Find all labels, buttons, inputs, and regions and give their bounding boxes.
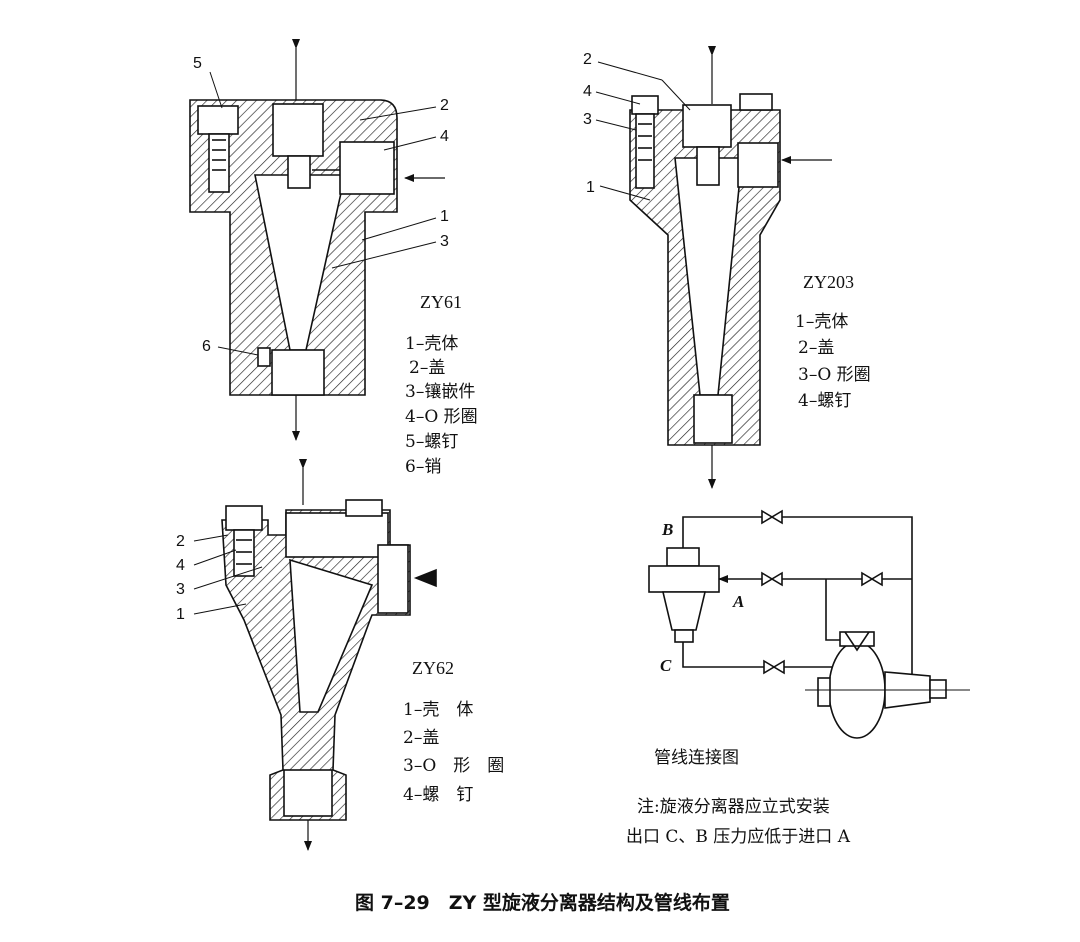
zy62-drawing: [193, 459, 437, 851]
zy62-callout-4: 4: [176, 557, 185, 574]
zy61-part-5: 5–螺钉: [405, 432, 459, 452]
zy61-model: ZY61: [420, 292, 462, 312]
zy203-part-1: 1–壳体: [795, 312, 849, 332]
zy62-part-4: 4–螺 钉: [403, 785, 474, 805]
zy203-model: ZY203: [803, 272, 854, 292]
zy203-callout-2: 2: [583, 51, 592, 68]
separator-head: [648, 565, 720, 593]
zy203-callout-3: 3: [583, 111, 592, 128]
zy62-part-2: 2–盖: [403, 728, 440, 748]
figure-caption: 图 7–29 ZY 型旋液分离器结构及管线布置: [355, 892, 730, 914]
piping-diagram: [648, 509, 970, 739]
zy61-callout-1: 1: [440, 208, 449, 225]
zy62-model: ZY62: [412, 658, 454, 678]
point-a-label: A: [733, 592, 745, 611]
zy61-drawing: [189, 39, 445, 441]
zy61-callout-4: 4: [440, 128, 449, 145]
zy61-part-1: 1–壳体: [405, 334, 459, 354]
separator-cone: [661, 591, 707, 631]
point-c-label: C: [660, 656, 672, 675]
zy62-callout-3: 3: [176, 581, 185, 598]
piping-note-line2: 出口 C、B 压力应低于进口 A: [626, 827, 850, 847]
zy203-drawing: [595, 46, 832, 489]
zy203-callout-4: 4: [583, 83, 592, 100]
zy203-callout-1: 1: [586, 179, 595, 196]
zy61-callout-2: 2: [440, 97, 449, 114]
separator-cap: [666, 547, 700, 567]
zy61-callout-3: 3: [440, 233, 449, 250]
zy62-callout-2: 2: [176, 533, 185, 550]
zy203-part-3: 3–O 形圈: [798, 365, 871, 385]
zy203-part-2: 2–盖: [798, 338, 835, 358]
pump-icon: [805, 631, 970, 739]
zy61-part-6: 6–销: [405, 457, 442, 477]
zy62-part-3: 3–O 形 圈: [403, 756, 505, 776]
zy61-part-4: 4–O 形圈: [405, 407, 478, 427]
zy61-callout-5: 5: [193, 55, 202, 72]
point-b-label: B: [662, 520, 674, 539]
zy203-part-4: 4–螺钉: [798, 391, 852, 411]
zy61-callout-6: 6: [202, 338, 211, 355]
piping-title: 管线连接图: [654, 748, 739, 768]
zy62-part-1: 1–壳 体: [403, 700, 474, 720]
zy61-part-2: 2–盖: [409, 358, 446, 378]
zy62-callout-1: 1: [176, 606, 185, 623]
piping-note-line1: 注:旋液分离器应立式安装: [637, 797, 830, 817]
zy61-part-3: 3–镶嵌件: [405, 382, 476, 402]
